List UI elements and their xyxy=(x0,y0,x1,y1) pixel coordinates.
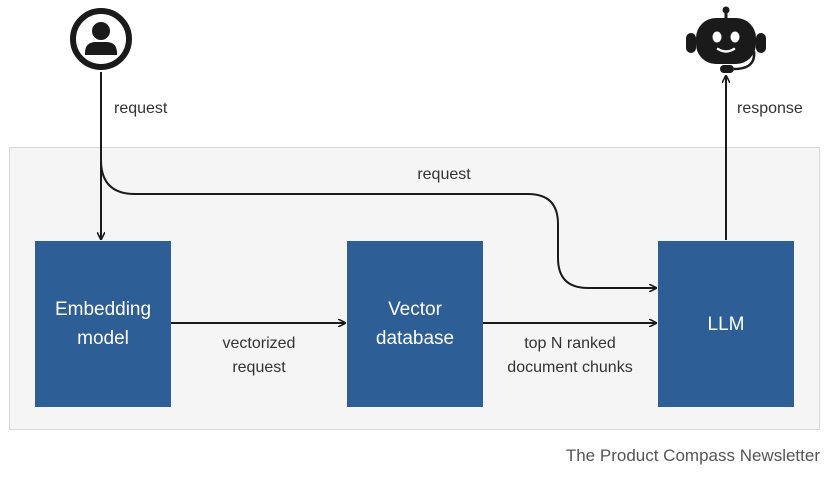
robot-icon xyxy=(684,5,768,75)
llm-label: LLM xyxy=(707,313,745,335)
embedding-model-label: Embedding model xyxy=(54,299,152,349)
embedding-model-node: Embedding model xyxy=(35,241,171,407)
user-icon xyxy=(69,7,133,71)
edge-label-embedding-to-vector-db: vectorized request xyxy=(222,335,296,376)
vector-database-label: Vector database xyxy=(375,299,455,349)
edge-user-to-llm xyxy=(100,159,656,288)
edge-label-llm-to-bot: response xyxy=(737,100,803,117)
edge-label-user-to-llm: request xyxy=(417,166,471,183)
edge-label-vector-db-to-llm: top N ranked document chunks xyxy=(507,335,633,376)
edge-label-user-to-embedding: request xyxy=(114,100,168,117)
llm-node: LLM xyxy=(658,241,794,407)
footer-credit: The Product Compass Newsletter xyxy=(565,446,820,465)
vector-database-node: Vector database xyxy=(347,241,483,407)
